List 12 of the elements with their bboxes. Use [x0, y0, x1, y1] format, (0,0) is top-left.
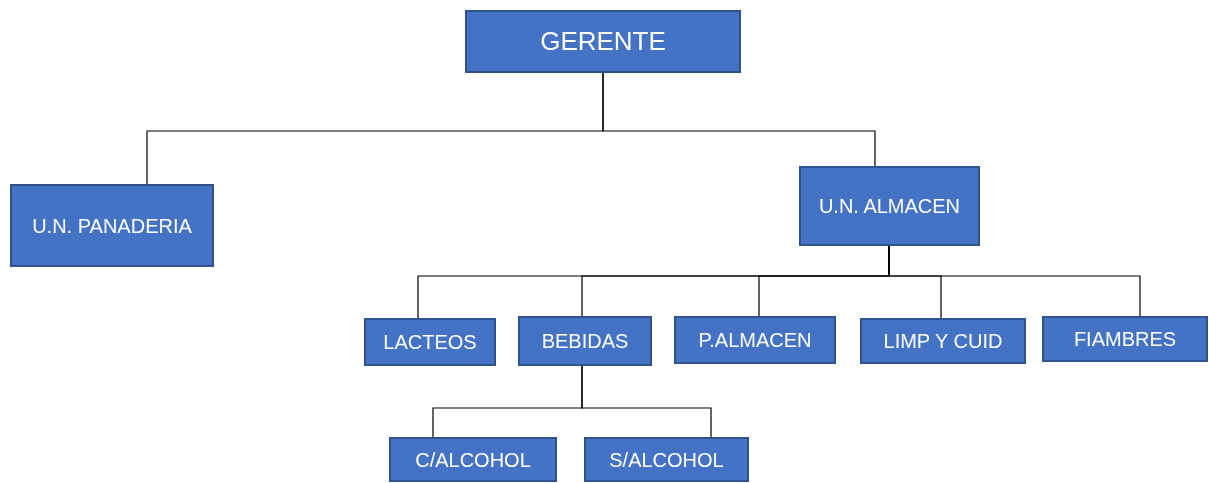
org-unit-box: C/ALCOHOL	[389, 437, 557, 482]
org-unit-box: U.N. ALMACEN	[799, 166, 980, 246]
org-unit-box: GERENTE	[465, 10, 741, 73]
org-unit-box: P.ALMACEN	[674, 316, 836, 364]
org-unit-box: BEBIDAS	[518, 316, 652, 366]
org-unit-box: LACTEOS	[364, 318, 496, 366]
connector-line	[602, 72, 876, 167]
org-unit-box: S/ALCOHOL	[584, 437, 749, 482]
org-unit-box: U.N. PANADERIA	[10, 184, 214, 267]
org-unit-box: LIMP Y CUID	[860, 318, 1026, 364]
connector-line	[581, 365, 712, 438]
org-unit-box: FIAMBRES	[1042, 316, 1208, 362]
